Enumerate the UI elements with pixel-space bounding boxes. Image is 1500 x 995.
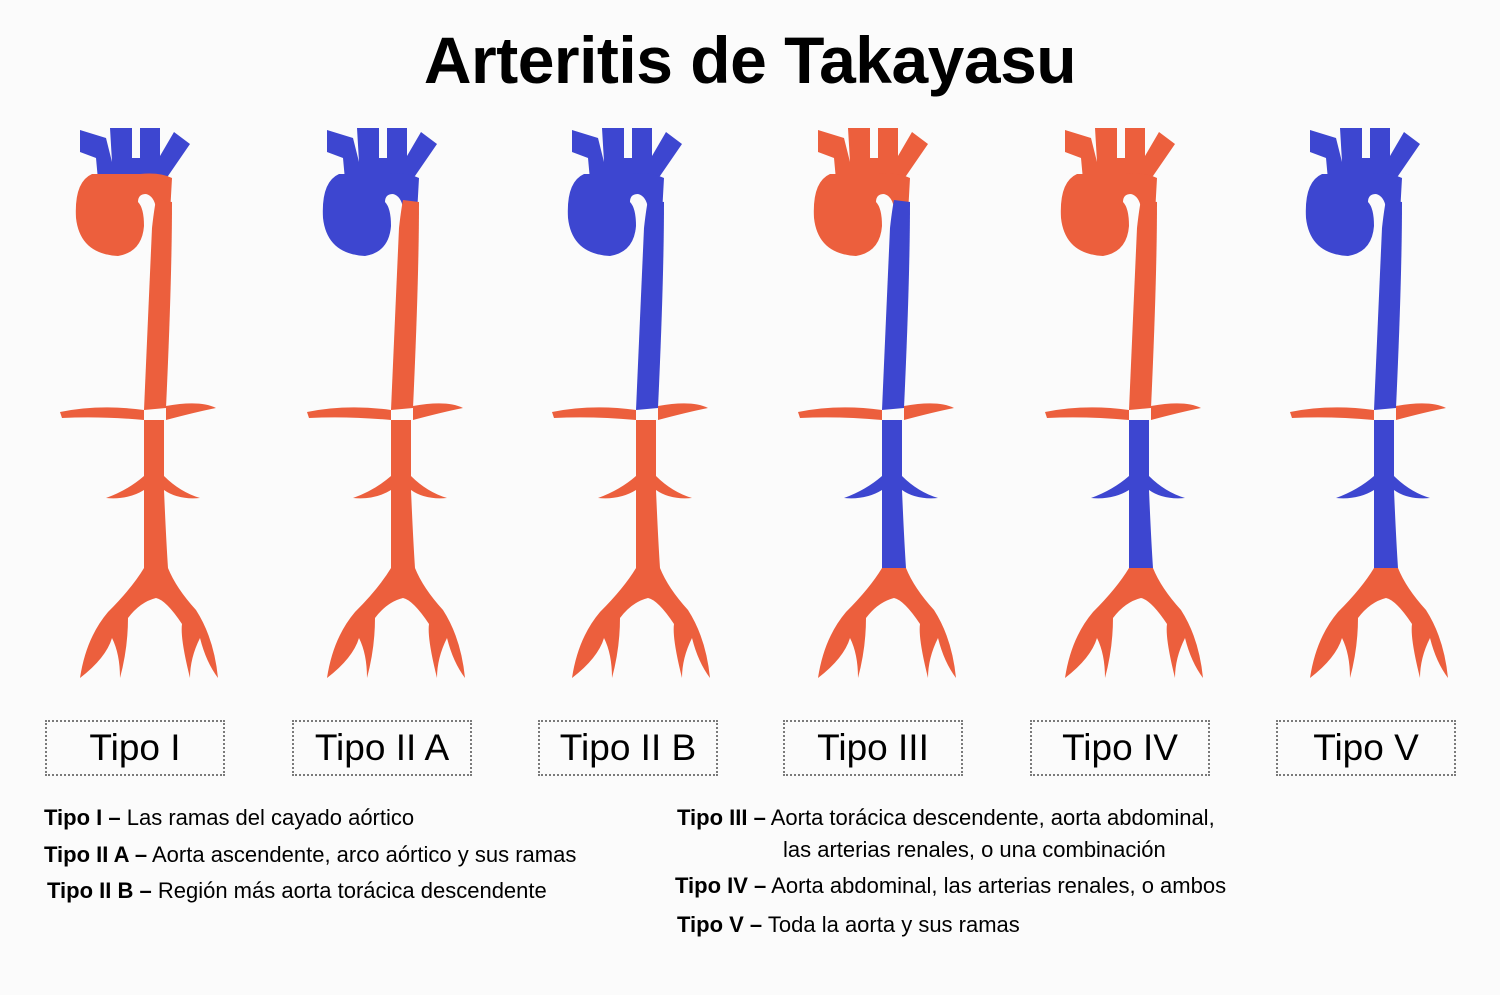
aorta-diagram-5	[1025, 118, 1225, 698]
aorta-arch	[322, 173, 419, 256]
aorta-iliac	[818, 568, 956, 678]
description-continuation: las arterias renales, o una combinación	[783, 837, 1166, 862]
aorta-iliac	[572, 568, 710, 678]
aorta-lower-aorta	[636, 490, 660, 568]
aorta-iliac	[1310, 568, 1448, 678]
description-tipo-iii: Tipo III – Aorta torácica descendente, a…	[677, 805, 1215, 863]
description-text: Aorta ascendente, arco aórtico y sus ram…	[152, 842, 577, 867]
aorta-branches	[1065, 128, 1175, 180]
aorta-branches	[572, 128, 682, 180]
description-text: Las ramas del cayado aórtico	[126, 805, 415, 830]
aorta-branches	[818, 128, 928, 180]
aorta-arch	[567, 173, 664, 256]
description-tipo-iv: Tipo IV – Aorta abdominal, las arterias …	[675, 873, 1226, 899]
type-label-4: Tipo III	[783, 720, 963, 776]
aorta-lower-aorta	[1374, 490, 1398, 568]
aorta-arch	[75, 173, 172, 256]
aorta-descending	[144, 200, 172, 410]
type-label-1: Tipo I	[45, 720, 225, 776]
aorta-branches	[327, 128, 437, 180]
description-tipo-v: Tipo V – Toda la aorta y sus ramas	[677, 912, 1020, 938]
aorta-diagram-2	[287, 118, 487, 698]
type-label-6: Tipo V	[1276, 720, 1456, 776]
description-term: Tipo IV –	[675, 873, 767, 898]
aorta-arch	[813, 173, 910, 256]
aorta-renal	[106, 420, 200, 499]
aorta-upper-branches	[798, 403, 954, 420]
aorta-lower-aorta	[391, 490, 415, 568]
aorta-iliac	[327, 568, 465, 678]
aorta-descending	[1374, 200, 1402, 410]
aorta-iliac	[1065, 568, 1203, 678]
aorta-arch	[1060, 173, 1157, 256]
aorta-diagram-6	[1270, 118, 1470, 698]
description-term: Tipo III –	[677, 805, 766, 830]
description-tipo-iia: Tipo II A – Aorta ascendente, arco aórti…	[44, 842, 576, 868]
aorta-renal	[1091, 420, 1185, 499]
page-title: Arteritis de Takayasu	[423, 23, 1077, 97]
aorta-lower-aorta	[144, 490, 168, 568]
aorta-upper-branches	[552, 403, 708, 420]
aorta-renal	[598, 420, 692, 499]
description-term: Tipo II B –	[47, 878, 152, 903]
aorta-iliac	[80, 568, 218, 678]
aorta-upper-branches	[1290, 403, 1446, 420]
aorta-descending	[1129, 200, 1157, 410]
aorta-descending	[391, 200, 419, 410]
aorta-branches	[80, 128, 190, 180]
aorta-descending	[882, 200, 910, 410]
aorta-diagram-3	[532, 118, 732, 698]
aorta-lower-aorta	[1129, 490, 1153, 568]
description-text: Aorta abdominal, las arterias renales, o…	[771, 873, 1227, 898]
aorta-diagram-4	[778, 118, 978, 698]
description-tipo-iib: Tipo II B – Región más aorta torácica de…	[47, 878, 547, 904]
type-label-3: Tipo II B	[538, 720, 718, 776]
description-term: Tipo II A –	[44, 842, 148, 867]
aorta-lower-aorta	[882, 490, 906, 568]
description-text: Región más aorta torácica descendente	[157, 878, 547, 903]
type-label-5: Tipo IV	[1030, 720, 1210, 776]
aorta-arch	[1305, 173, 1402, 256]
aorta-upper-branches	[1045, 403, 1201, 420]
aorta-diagram-1	[40, 118, 240, 698]
aorta-descending	[636, 200, 664, 410]
aorta-renal	[1336, 420, 1430, 499]
description-term: Tipo I –	[44, 805, 121, 830]
aorta-upper-branches	[307, 403, 463, 420]
aorta-renal	[844, 420, 938, 499]
aorta-branches	[1310, 128, 1420, 180]
aorta-renal	[353, 420, 447, 499]
description-text: Aorta torácica descendente, aorta abdomi…	[770, 805, 1215, 830]
description-text: Toda la aorta y sus ramas	[767, 912, 1020, 937]
type-label-2: Tipo II A	[292, 720, 472, 776]
aorta-upper-branches	[60, 403, 216, 420]
description-tipo-i: Tipo I – Las ramas del cayado aórtico	[44, 805, 414, 831]
description-term: Tipo V –	[677, 912, 763, 937]
